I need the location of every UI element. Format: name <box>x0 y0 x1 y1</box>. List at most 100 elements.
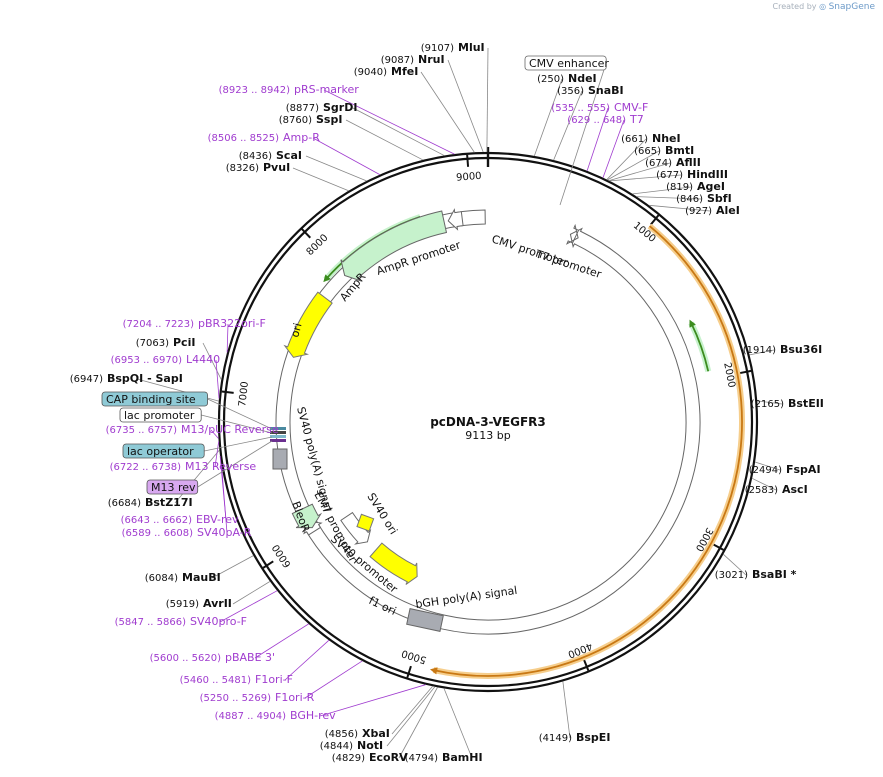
primer-bgh-rev[interactable]: (4887 .. 4904)BGH-rev <box>215 709 337 722</box>
enzyme-noti[interactable]: (4844)NotI <box>320 739 383 752</box>
primer-m13-reverse[interactable]: (6722 .. 6738)M13 Reverse <box>110 460 257 473</box>
enzyme-sgrdi[interactable]: (8877)SgrDI <box>286 101 358 114</box>
enzyme-bsteii[interactable]: (2165)BstEII <box>751 397 824 410</box>
lac-operator-leader <box>204 436 273 452</box>
site-position: (2583) <box>745 485 778 496</box>
enzyme-mlui[interactable]: (9107)MluI <box>421 41 485 54</box>
enzyme-pvui[interactable]: (8326)PvuI <box>226 161 290 174</box>
enzyme-asci[interactable]: (2583)AscI <box>745 483 808 496</box>
label-box <box>122 443 205 459</box>
primer-sv40pa-r[interactable]: (6589 .. 6608)SV40pA-R <box>122 526 252 539</box>
enzyme-pcii[interactable]: (7063)PciI <box>136 336 196 349</box>
primer-l4440[interactable]: (6953 .. 6970)L4440 <box>111 353 221 366</box>
site-name: EBV-rev <box>196 513 239 526</box>
feature-cap-binding-site[interactable]: CAP binding site <box>101 391 208 407</box>
bleor-shape <box>291 503 323 529</box>
feature-lac-promoter[interactable]: lac promoter <box>119 407 202 423</box>
site-name: Amp-R <box>283 131 320 144</box>
enzyme-maubi[interactable]: (6084)MauBI <box>145 571 221 584</box>
enzyme-sspi[interactable]: (8760)SspI <box>279 113 343 126</box>
enzyme-nhei[interactable]: (661) NheI <box>621 132 680 145</box>
enzyme-bmti[interactable]: (665)BmtI <box>634 144 694 157</box>
enzyme-nrui[interactable]: (9087)NruI <box>381 53 445 66</box>
tick-mark <box>712 543 724 551</box>
site-position: (846) <box>676 194 703 205</box>
enzyme-hindiii[interactable]: (677)HindIII <box>656 168 728 181</box>
site-position: (5847 .. 5866) <box>115 617 187 628</box>
label-box <box>119 407 202 423</box>
ori-shape <box>283 291 333 358</box>
feature-cmv-enhancer[interactable]: CMV enhancer <box>524 55 609 71</box>
primer-amp-r[interactable]: (8506 .. 8525)Amp-R <box>208 131 321 144</box>
enzyme-mfei[interactable]: (9040)MfeI <box>354 65 419 78</box>
label-text: M13 rev <box>151 481 196 494</box>
enzyme-ndei[interactable]: (250)NdeI <box>537 72 597 85</box>
site-name: pRS-marker <box>294 83 359 96</box>
enzyme-bspqi-sapi[interactable]: (6947)BspQI - SapI <box>70 372 183 385</box>
site-name: CMV-F <box>614 101 648 114</box>
site-position: (6735 .. 6757) <box>106 425 178 436</box>
enzyme-scai[interactable]: (8436)ScaI <box>239 149 302 162</box>
site-position: (5600 .. 5620) <box>150 653 222 664</box>
sspi-leader <box>345 119 424 161</box>
primer-sv40pro-f[interactable]: (5847 .. 5866)SV40pro-F <box>115 615 247 628</box>
lac-element-shape <box>270 435 286 438</box>
site-name: T7 <box>629 113 644 126</box>
enzyme-ecorv[interactable]: (4829)EcoRV <box>332 751 408 764</box>
site-position: (1914) <box>743 345 776 356</box>
site-position: (665) <box>634 146 661 157</box>
primer-t7[interactable]: (629 .. 648)T7 <box>567 113 643 126</box>
primer-m13-puc-reverse[interactable]: (6735 .. 6757)M13/pUC Reverse <box>106 423 279 436</box>
primer-pbr322ori-f[interactable]: (7204 .. 7223)pBR322ori-F <box>123 317 266 330</box>
site-name: BsaBI * <box>752 568 797 581</box>
primer-f1ori-r[interactable]: (5250 .. 5269)F1ori-R <box>200 691 315 704</box>
enzyme-aflii[interactable]: (674)AflII <box>645 156 701 169</box>
enzyme-sbfi[interactable]: (846)SbfI <box>676 192 732 205</box>
f1ori-f-leader <box>284 639 330 681</box>
sv40-polya-shape <box>272 448 288 470</box>
site-name: MluI <box>458 41 485 54</box>
enzyme-bamhi[interactable]: (4794)BamHI <box>405 751 483 764</box>
primer-pbabe-3[interactable]: (5600 .. 5620)pBABE 3' <box>150 651 276 664</box>
t7-leader <box>602 119 625 178</box>
site-position: (2494) <box>749 465 782 476</box>
l4440-leader <box>215 359 220 399</box>
site-position: (2165) <box>751 399 784 410</box>
site-name: NheI <box>652 132 681 145</box>
tick-mark <box>221 390 234 394</box>
enzyme-bsu36i[interactable]: (1914)Bsu36I <box>743 343 822 356</box>
primer-ebv-rev[interactable]: (6643 .. 6662)EBV-rev <box>121 513 239 526</box>
enzyme-bstz17i[interactable]: (6684) BstZ17I <box>108 496 193 509</box>
enzyme-bspei[interactable]: (4149)BspEI <box>539 731 611 744</box>
site-name: SgrDI <box>323 101 357 114</box>
site-name: BstZ17I <box>145 496 193 509</box>
primer-f1ori-f[interactable]: (5460 .. 5481)F1ori-F <box>180 673 293 686</box>
enzyme-xbai[interactable]: (4856)XbaI <box>325 727 390 740</box>
tick-mark <box>582 659 590 671</box>
site-name: AgeI <box>697 180 725 193</box>
site-position: (8506 .. 8525) <box>208 133 280 144</box>
enzyme-agei[interactable]: (819)AgeI <box>666 180 725 193</box>
enzyme-snabi[interactable]: (356)SnaBI <box>557 84 624 97</box>
noti-leader <box>386 686 436 747</box>
primer-cmv-f[interactable]: (535 .. 555)CMV-F <box>551 101 648 114</box>
feature-lac-operator[interactable]: lac operator <box>122 443 205 459</box>
site-position: (661) <box>621 134 648 145</box>
site-position: (6684) <box>108 498 141 509</box>
snabi-leader <box>553 90 583 161</box>
enzyme-alei[interactable]: (927)AleI <box>685 204 740 217</box>
enzyme-fspai[interactable]: (2494)FspAI <box>749 463 821 476</box>
enzyme-avrii[interactable]: (5919)AvrII <box>166 597 232 610</box>
feature-m13-rev[interactable]: M13 rev <box>146 479 199 495</box>
site-name: L4440 <box>186 353 220 366</box>
f1-ori-shape <box>369 542 418 585</box>
amp-r-leader <box>312 137 380 175</box>
primer-prs-marker[interactable]: (8923 .. 8942)pRS-marker <box>219 83 360 96</box>
f1ori-r-leader <box>304 660 363 699</box>
feature-label-ori[interactable]: ori <box>288 322 304 339</box>
prs-marker-leader <box>323 89 455 155</box>
tick-mark <box>650 214 660 226</box>
enzyme-bsabi[interactable]: (3021)BsaBI * <box>715 568 797 581</box>
pcii-leader <box>202 342 222 380</box>
feature-label-bgh-poly-a-signal[interactable]: bGH poly(A) signal <box>415 584 519 611</box>
